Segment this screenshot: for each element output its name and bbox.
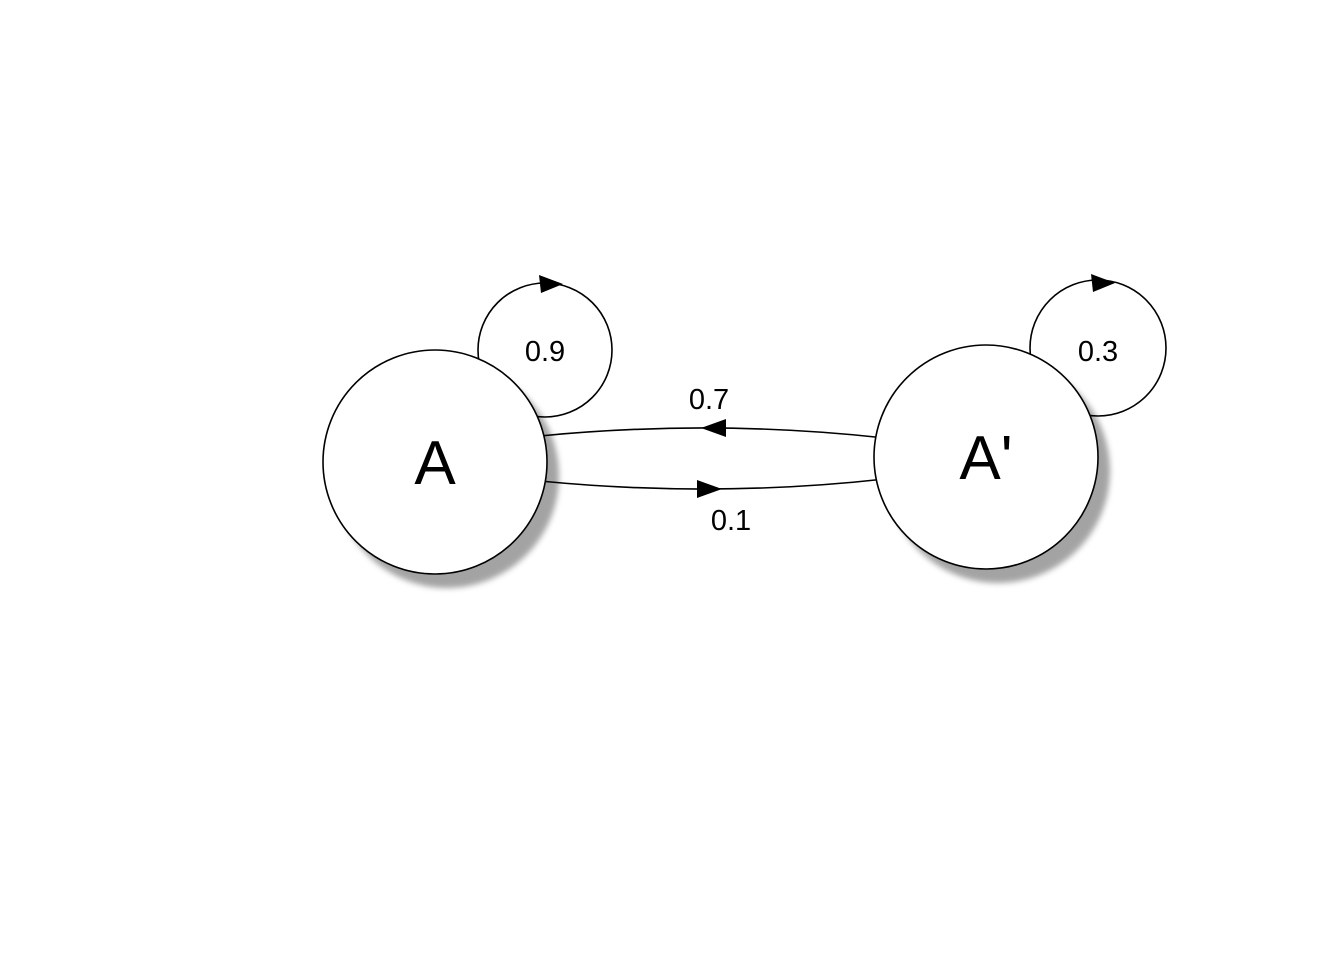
- edge-a-to-a-prime-label: 0.1: [711, 505, 751, 537]
- self-loop-a-arrowhead: [539, 275, 563, 293]
- state-node-a-label: A: [414, 429, 456, 498]
- state-node-a-prime-label: A': [959, 424, 1012, 493]
- self-loop-a-label: 0.9: [525, 336, 565, 368]
- state-node-a: [322, 349, 548, 575]
- edge-a-prime-to-a-label: 0.7: [689, 384, 729, 416]
- state-node-a-prime: [873, 344, 1099, 570]
- self-loop-a-prime-arrowhead: [1091, 274, 1115, 292]
- edge-a-to-a-prime-arrowhead: [697, 480, 722, 498]
- self-loop-a-prime-label: 0.3: [1078, 336, 1118, 368]
- edge-a-prime-to-a-arrowhead: [701, 419, 726, 437]
